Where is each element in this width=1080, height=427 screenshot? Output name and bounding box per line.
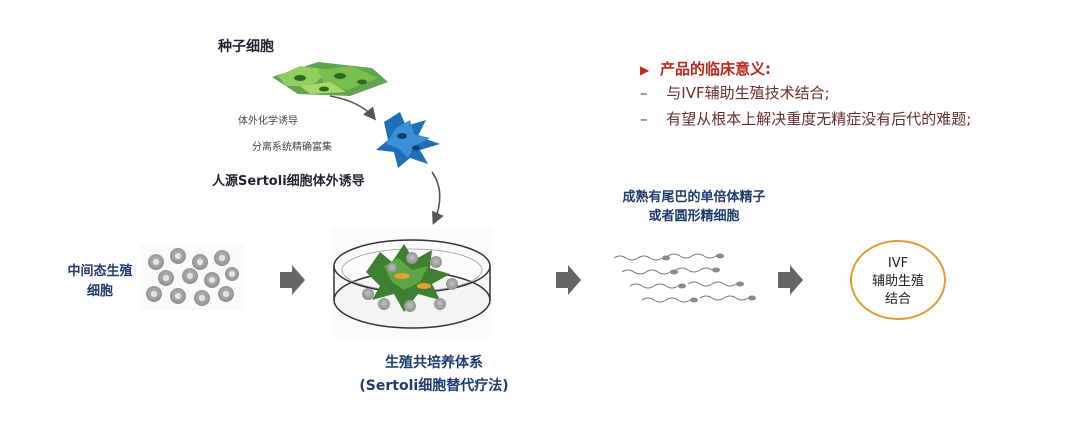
block-arrow-3 (778, 265, 803, 295)
coculture-label-line1: 生殖共培养体系 (385, 355, 483, 371)
clinical-item-ivf: 与IVF辅助生殖技术结合; (666, 84, 830, 102)
seed-cells-icon (272, 62, 388, 96)
sperm-label-line2: 或者圆形精细胞 (648, 209, 740, 224)
induction-arrow (329, 95, 377, 121)
block-arrow-1 (280, 265, 305, 295)
ivf-line3: 结合 (884, 292, 911, 307)
coculture-label-line2: (Sertoli细胞替代疗法) (359, 378, 509, 394)
clinical-item-azoospermia: 有望从根本上解决重度无精症没有后代的难题; (666, 110, 972, 128)
ivf-circle: IVF 辅助生殖 结合 (850, 240, 946, 320)
dash-bullet: – (640, 110, 648, 128)
ivf-line1: IVF (887, 256, 909, 271)
triangle-bullet-icon: ▶ (640, 63, 650, 77)
intermediate-cells-icon (140, 244, 244, 310)
sperm-cells-icon (613, 253, 756, 303)
sperm-label-line1: 成熟有尾巴的单倍体精子 (622, 190, 766, 205)
petri-dish-icon (332, 228, 492, 338)
sperm-label: 成熟有尾巴的单倍体精子 或者圆形精细胞 (594, 188, 794, 226)
block-arrow-2 (556, 265, 581, 295)
seed-cell-title: 种子细胞 (218, 39, 274, 55)
dash-bullet: – (640, 84, 648, 102)
induction-step-2: 分离系统精确富集 (252, 142, 332, 153)
intermediate-cell-label: 中间态生殖 细胞 (58, 262, 142, 302)
sertoli-induction-label: 人源Sertoli细胞体外诱导 (212, 174, 365, 189)
clinical-title: 产品的临床意义: (660, 60, 772, 78)
induction-step-1: 体外化学诱导 (238, 116, 298, 127)
clinical-section: ▶ 产品的临床意义: – 与IVF辅助生殖技术结合; – 有望从根本上解决重度无… (640, 58, 971, 134)
sertoli-cells-icon (376, 112, 440, 168)
ivf-line2: 辅助生殖 (871, 274, 924, 289)
coculture-label: 生殖共培养体系 (Sertoli细胞替代疗法) (330, 352, 538, 398)
down-arrow (431, 171, 444, 225)
intermediate-label-line1: 中间态生殖 (67, 264, 133, 279)
intermediate-label-line2: 细胞 (86, 284, 113, 299)
